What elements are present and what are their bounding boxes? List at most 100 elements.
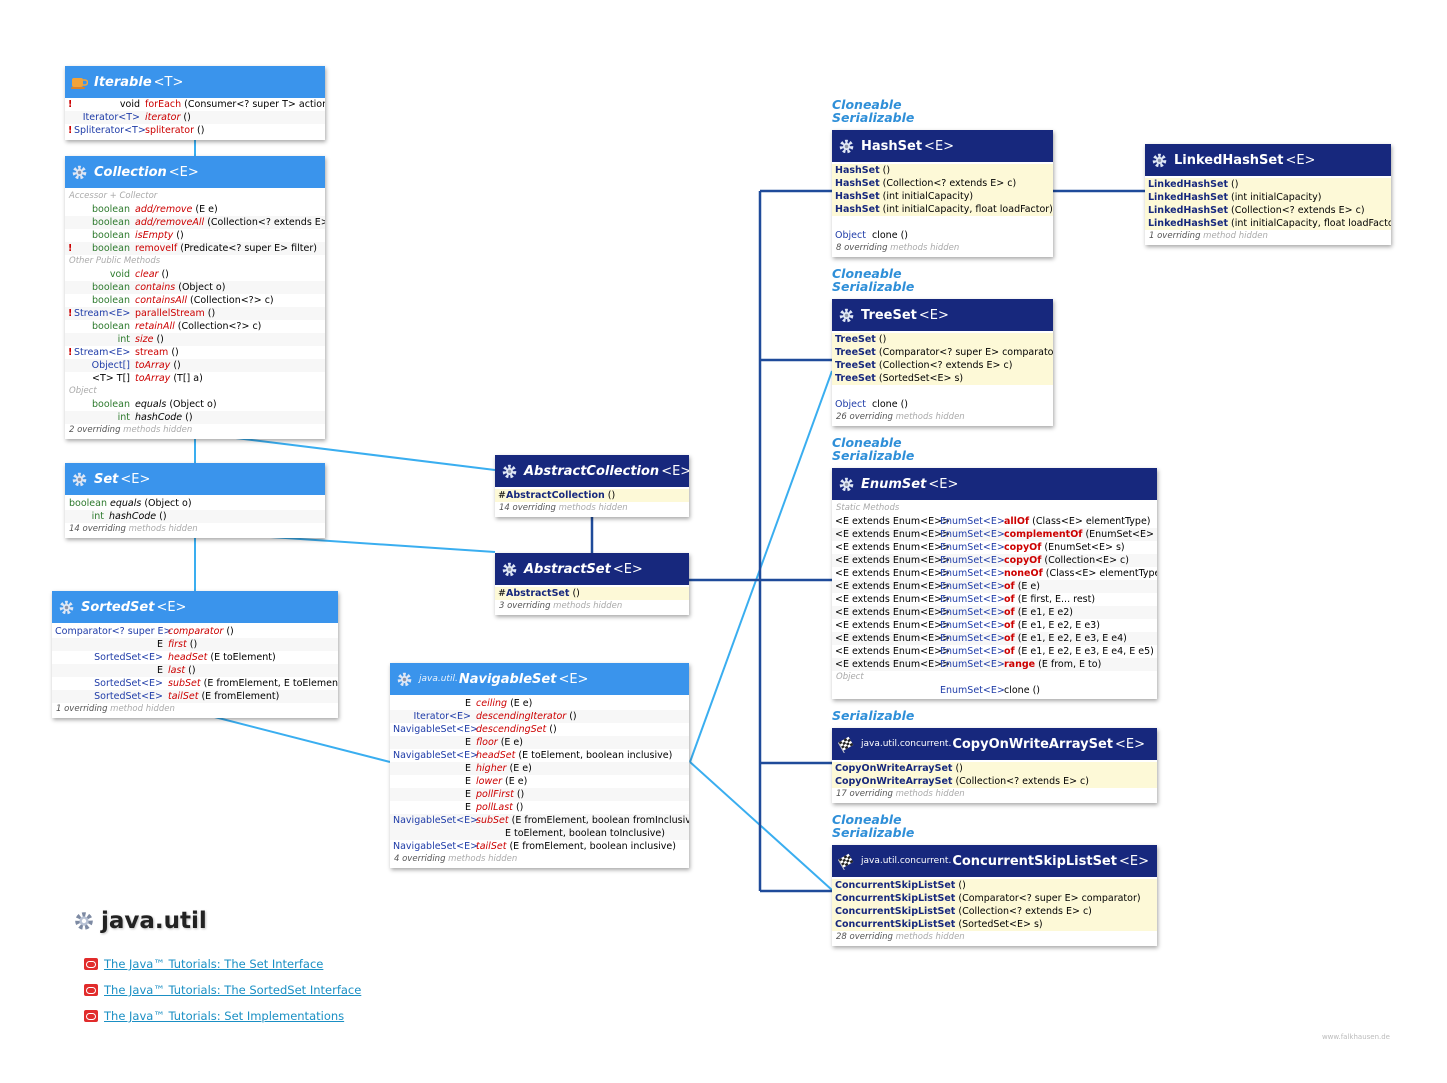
method-row[interactable]: Object clone () — [832, 398, 1053, 411]
tutorial-link-sortedset[interactable]: The Java™ Tutorials: The SortedSet Inter… — [84, 983, 361, 997]
constructor-row[interactable]: LinkedHashSet (Collection<? extends E> c… — [1145, 204, 1391, 217]
method-row[interactable]: <E extends Enum<E>>EnumSet<E>allOf (Clas… — [832, 515, 1157, 528]
method-name: of — [1004, 581, 1015, 592]
hashset-name: HashSet — [861, 138, 923, 154]
tutorial-link-implementations[interactable]: The Java™ Tutorials: Set Implementations — [84, 1009, 344, 1023]
linkedhashset-header[interactable]: LinkedHashSet <E> — [1145, 144, 1391, 176]
method-row[interactable]: Iterator<E>descendingIterator () — [390, 710, 689, 723]
constructor-row[interactable]: HashSet (int initialCapacity, float load… — [832, 203, 1053, 216]
constructor-row[interactable]: CopyOnWriteArraySet () — [832, 762, 1157, 775]
method-row[interactable]: <E extends Enum<E>>EnumSet<E>noneOf (Cla… — [832, 567, 1157, 580]
collection-header[interactable]: Collection <E> — [65, 156, 325, 188]
method-row[interactable]: !Stream<E>stream () — [65, 346, 325, 359]
constructor-row[interactable]: ConcurrentSkipListSet () — [832, 879, 1157, 892]
link-text: The Java™ Tutorials: The Set Interface — [104, 957, 324, 971]
method-row[interactable]: <E extends Enum<E>>EnumSet<E>of (E first… — [832, 593, 1157, 606]
method-row[interactable]: EnumSet<E>clone () — [832, 684, 1157, 699]
return-type: int — [117, 334, 130, 345]
constructor-row[interactable]: TreeSet () — [832, 333, 1053, 346]
constructor-row[interactable]: ConcurrentSkipListSet (SortedSet<E> s) — [832, 918, 1157, 931]
method-row[interactable]: SortedSet<E>headSet (E toElement) — [52, 651, 338, 664]
method-row[interactable]: Object[]toArray () — [65, 359, 325, 372]
method-name: retainAll — [135, 321, 175, 332]
constructor-row[interactable]: ConcurrentSkipListSet (Collection<? exte… — [832, 905, 1157, 918]
method-args: (E e) — [1017, 581, 1040, 592]
constructor-row[interactable]: #AbstractCollection () — [495, 489, 689, 502]
return-type: E — [464, 789, 471, 800]
sortedset-header[interactable]: SortedSet <E> — [52, 591, 338, 623]
navigableset-header[interactable]: java.util. NavigableSet <E> — [390, 663, 689, 695]
method-row[interactable]: !Stream<E>parallelStream () — [65, 307, 325, 320]
method-row[interactable]: NavigableSet<E>descendingSet () — [390, 723, 689, 736]
method-row[interactable]: <T> T[]toArray (T[] a) — [65, 372, 325, 385]
method-row[interactable]: <E extends Enum<E>>EnumSet<E>copyOf (Col… — [832, 554, 1157, 567]
method-args: () — [226, 626, 234, 637]
constructor-row[interactable]: #AbstractSet () — [495, 587, 689, 600]
method-row[interactable]: <E extends Enum<E>>EnumSet<E>of (E e1, E… — [832, 632, 1157, 645]
method-row[interactable]: <E extends Enum<E>>EnumSet<E>of (E e1, E… — [832, 606, 1157, 619]
method-row[interactable]: SortedSet<E>tailSet (E fromElement) — [52, 690, 338, 703]
method-row[interactable]: <E extends Enum<E>>EnumSet<E>of (E e1, E… — [832, 619, 1157, 632]
constructor-name: LinkedHashSet — [1148, 205, 1228, 216]
abstractset-name: AbstractSet — [524, 561, 611, 577]
set-header[interactable]: Set <E> — [65, 463, 325, 495]
method-row[interactable]: <E extends Enum<E>>EnumSet<E>range (E fr… — [832, 658, 1157, 671]
method-row[interactable]: NavigableSet<E>headSet (E toElement, boo… — [390, 749, 689, 762]
constructor-row[interactable]: TreeSet (SortedSet<E> s) — [832, 372, 1053, 385]
enumset-header[interactable]: EnumSet <E> — [832, 468, 1157, 500]
constructor-row[interactable]: LinkedHashSet (int initialCapacity, floa… — [1145, 217, 1391, 230]
method-row[interactable]: <E extends Enum<E>>EnumSet<E>of (E e1, E… — [832, 645, 1157, 658]
iterable-header[interactable]: Iterable <T> — [65, 66, 325, 98]
method-row[interactable]: <E extends Enum<E>>EnumSet<E>of (E e) — [832, 580, 1157, 593]
constructor-row[interactable]: HashSet () — [832, 164, 1053, 177]
method-row[interactable]: NavigableSet<E>subSet (E fromElement, bo… — [390, 814, 689, 827]
cowset-header[interactable]: java.util.concurrent. CopyOnWriteArraySe… — [832, 728, 1157, 760]
constructor-row[interactable]: LinkedHashSet () — [1145, 178, 1391, 191]
method-row[interactable]: !Spliterator<T>spliterator () — [65, 124, 325, 140]
type-params: <E extends Enum<E>> — [835, 607, 951, 618]
constructor-row[interactable]: CopyOnWriteArraySet (Collection<? extend… — [832, 775, 1157, 788]
method-row[interactable]: NavigableSet<E>tailSet (E fromElement, b… — [390, 840, 689, 853]
tutorial-link-set[interactable]: The Java™ Tutorials: The Set Interface — [84, 957, 323, 971]
method-row[interactable]: Iterator<T>iterator () — [65, 111, 325, 124]
constructor-row[interactable]: ConcurrentSkipListSet (Comparator<? supe… — [832, 892, 1157, 905]
constructor-row[interactable]: HashSet (int initialCapacity) — [832, 190, 1053, 203]
constructor-row[interactable]: LinkedHashSet (int initialCapacity) — [1145, 191, 1391, 204]
abstractcollection-header[interactable]: AbstractCollection <E> — [495, 455, 689, 487]
hashset-header[interactable]: HashSet <E> — [832, 130, 1053, 162]
abstractset-header[interactable]: AbstractSet <E> — [495, 553, 689, 585]
method-row[interactable]: Comparator<? super E>comparator () — [52, 625, 338, 638]
method-row[interactable]: Object clone () — [832, 229, 1053, 242]
constructor-row[interactable]: TreeSet (Comparator<? super E> comparato… — [832, 346, 1053, 359]
constructor-row[interactable]: TreeSet (Collection<? extends E> c) — [832, 359, 1053, 372]
gear-icon — [73, 910, 95, 932]
method-row[interactable]: <E extends Enum<E>>EnumSet<E>complementO… — [832, 528, 1157, 541]
constructor-row[interactable]: HashSet (Collection<? extends E> c) — [832, 177, 1053, 190]
method-row[interactable]: SortedSet<E>subSet (E fromElement, E toE… — [52, 677, 338, 690]
treeset-header[interactable]: TreeSet <E> — [832, 299, 1053, 331]
method-row[interactable]: <E extends Enum<E>>EnumSet<E>copyOf (Enu… — [832, 541, 1157, 554]
skiplistset-header[interactable]: java.util.concurrent. ConcurrentSkipList… — [832, 845, 1157, 877]
